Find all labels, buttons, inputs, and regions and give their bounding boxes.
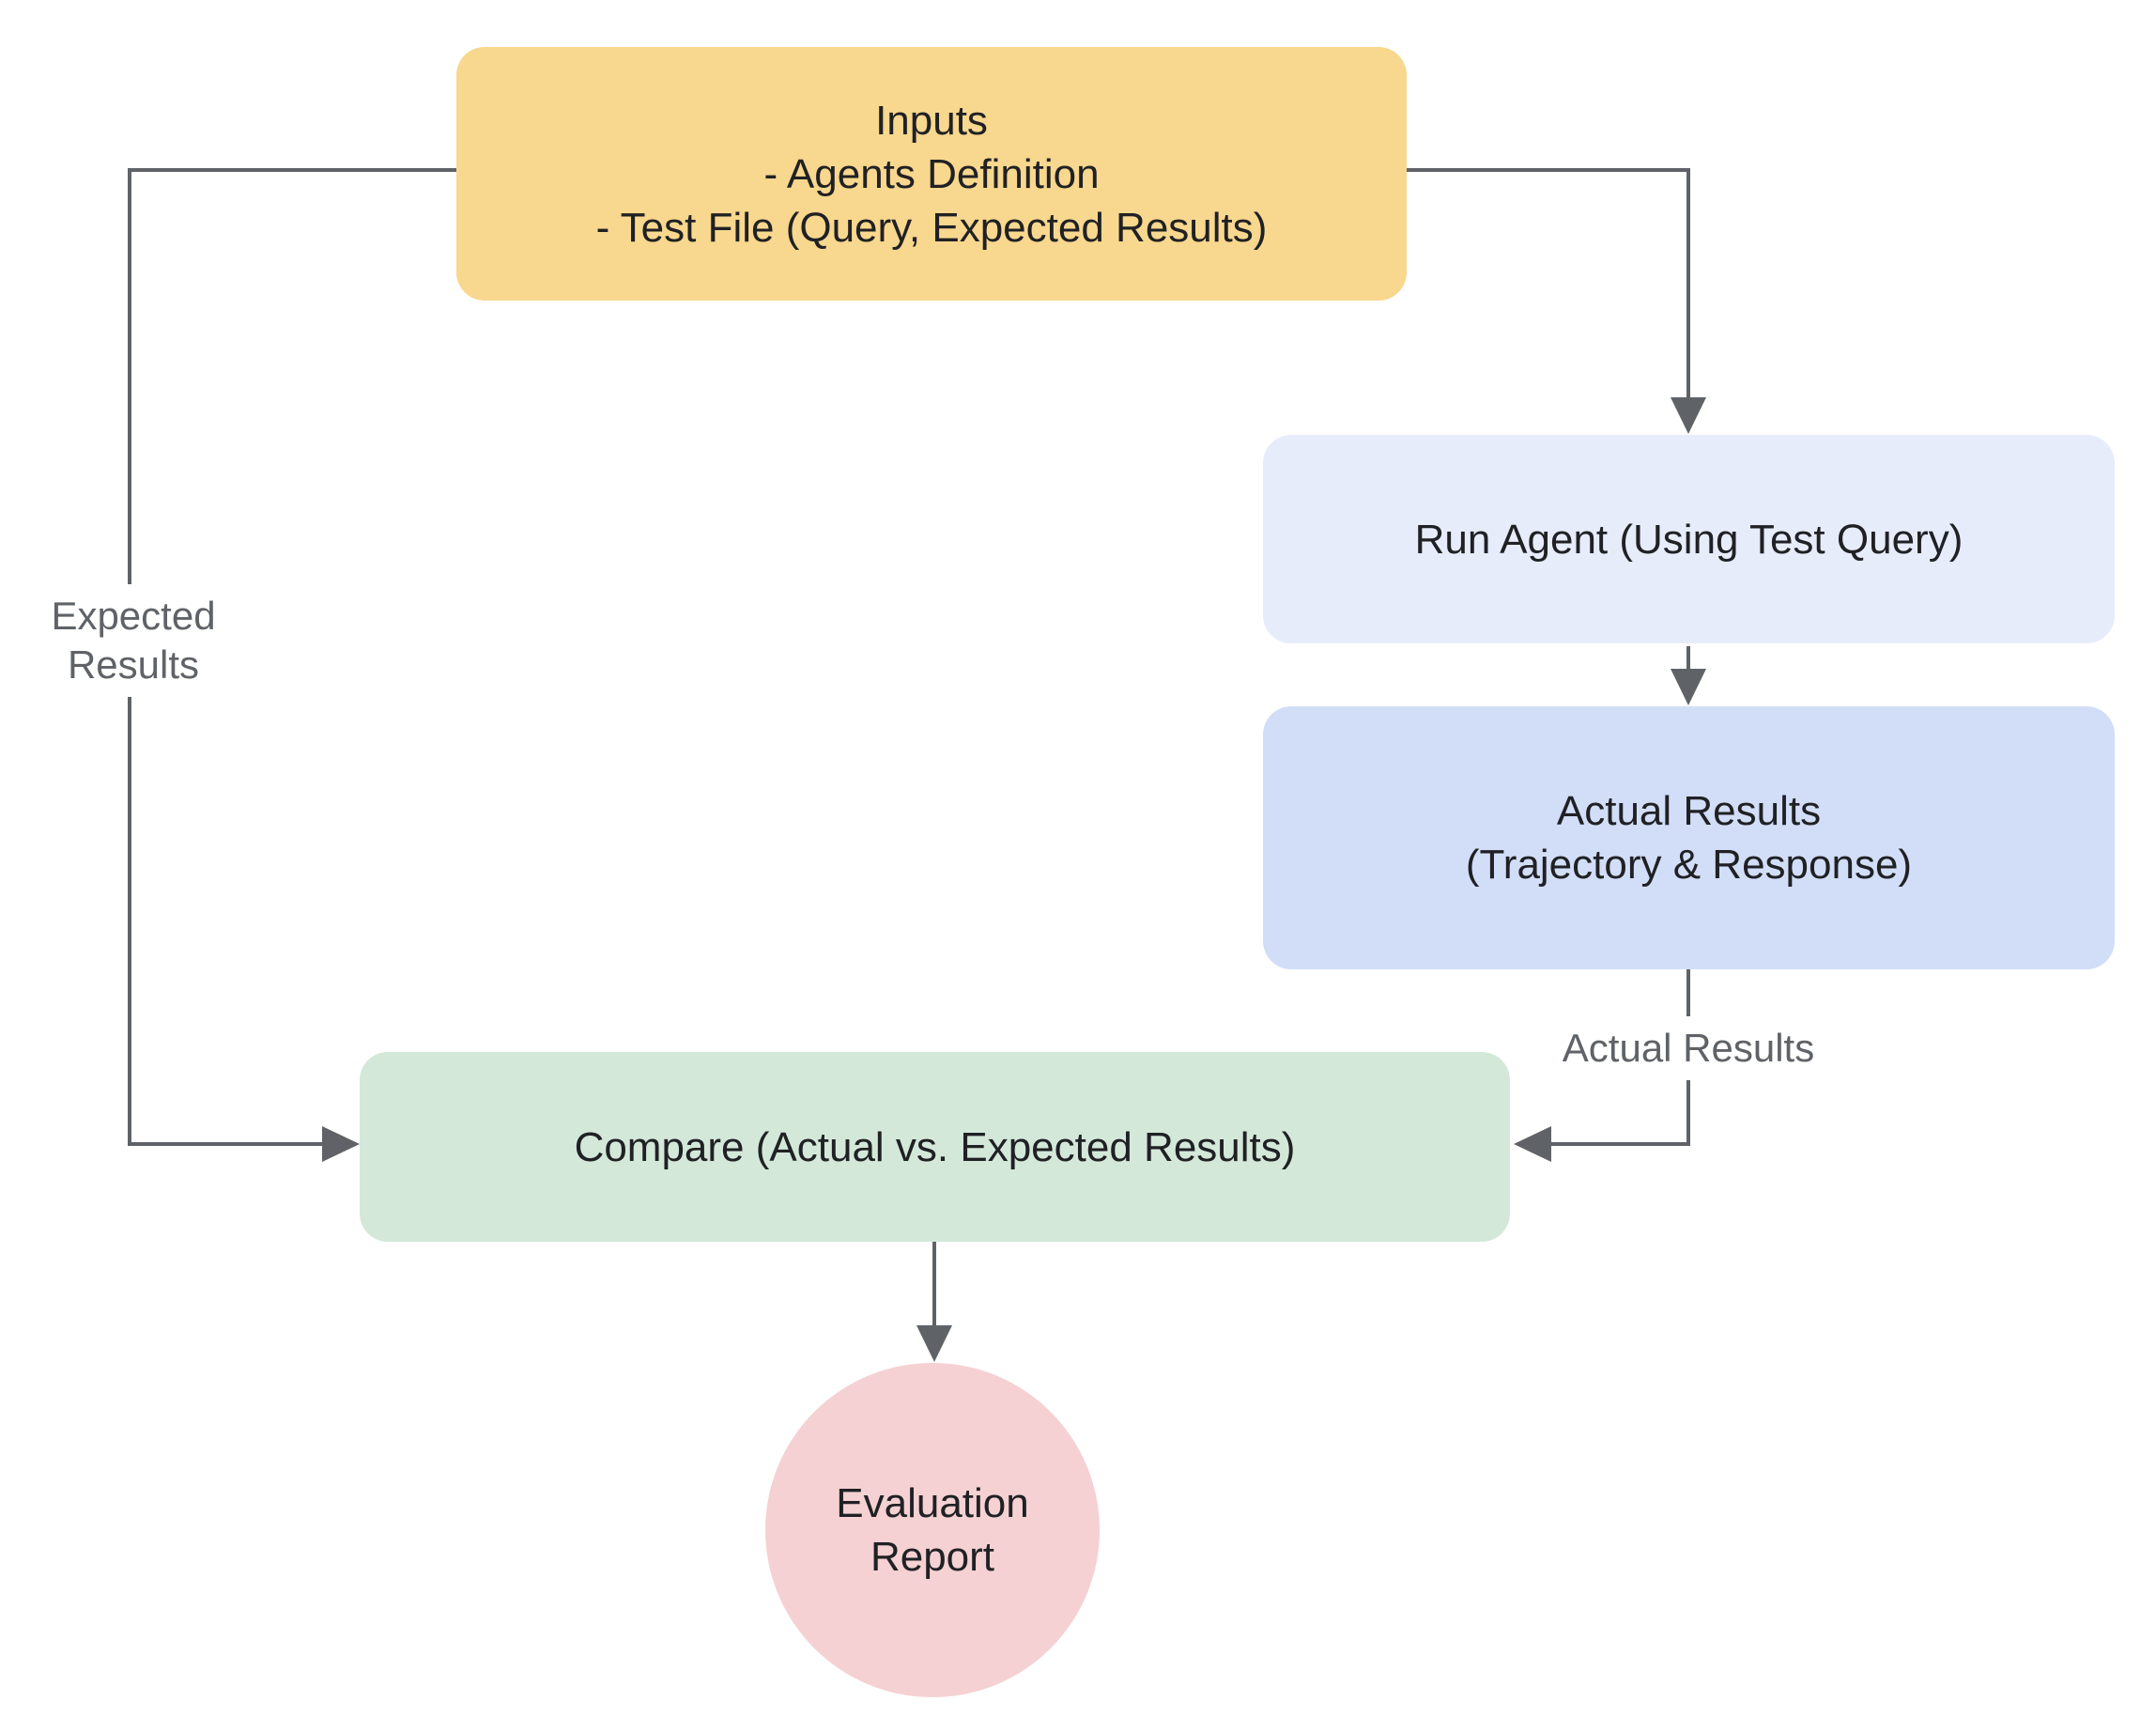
edge-label-expected-results-line1: Expected	[51, 594, 216, 638]
node-run-agent: Run Agent (Using Test Query)	[1263, 435, 2115, 643]
node-inputs-item-agents-definition: - Agents Definition	[763, 150, 1100, 197]
node-inputs: Inputs - Agents Definition - Test File (…	[456, 47, 1407, 301]
edge-label-actual-results: Actual Results	[1556, 1016, 1821, 1080]
node-evaluation-report-label-line1: Evaluation	[836, 1480, 1029, 1526]
node-run-agent-label: Run Agent (Using Test Query)	[1414, 516, 1964, 563]
node-compare: Compare (Actual vs. Expected Results)	[360, 1052, 1510, 1242]
edge-compare-to-evaluation-report	[916, 1242, 952, 1362]
edge-label-expected-results-line2: Results	[67, 642, 200, 687]
node-actual-results: Actual Results (Trajectory & Response)	[1263, 706, 2115, 969]
node-evaluation-report: Evaluation Report	[765, 1363, 1100, 1697]
node-actual-results-label-line2: (Trajectory & Response)	[1465, 842, 1913, 888]
edge-inputs-to-run-agent	[1407, 168, 1706, 434]
edge-run-agent-to-actual-results	[1671, 646, 1706, 705]
edge-label-expected-results: Expected Results	[45, 584, 222, 697]
node-evaluation-report-label-line2: Report	[870, 1534, 995, 1580]
edge-label-actual-results-text: Actual Results	[1562, 1026, 1815, 1070]
node-compare-label: Compare (Actual vs. Expected Results)	[574, 1123, 1296, 1170]
node-actual-results-label-line1: Actual Results	[1556, 788, 1822, 834]
node-inputs-item-test-file: - Test File (Query, Expected Results)	[595, 204, 1268, 251]
node-inputs-title: Inputs	[875, 97, 988, 144]
